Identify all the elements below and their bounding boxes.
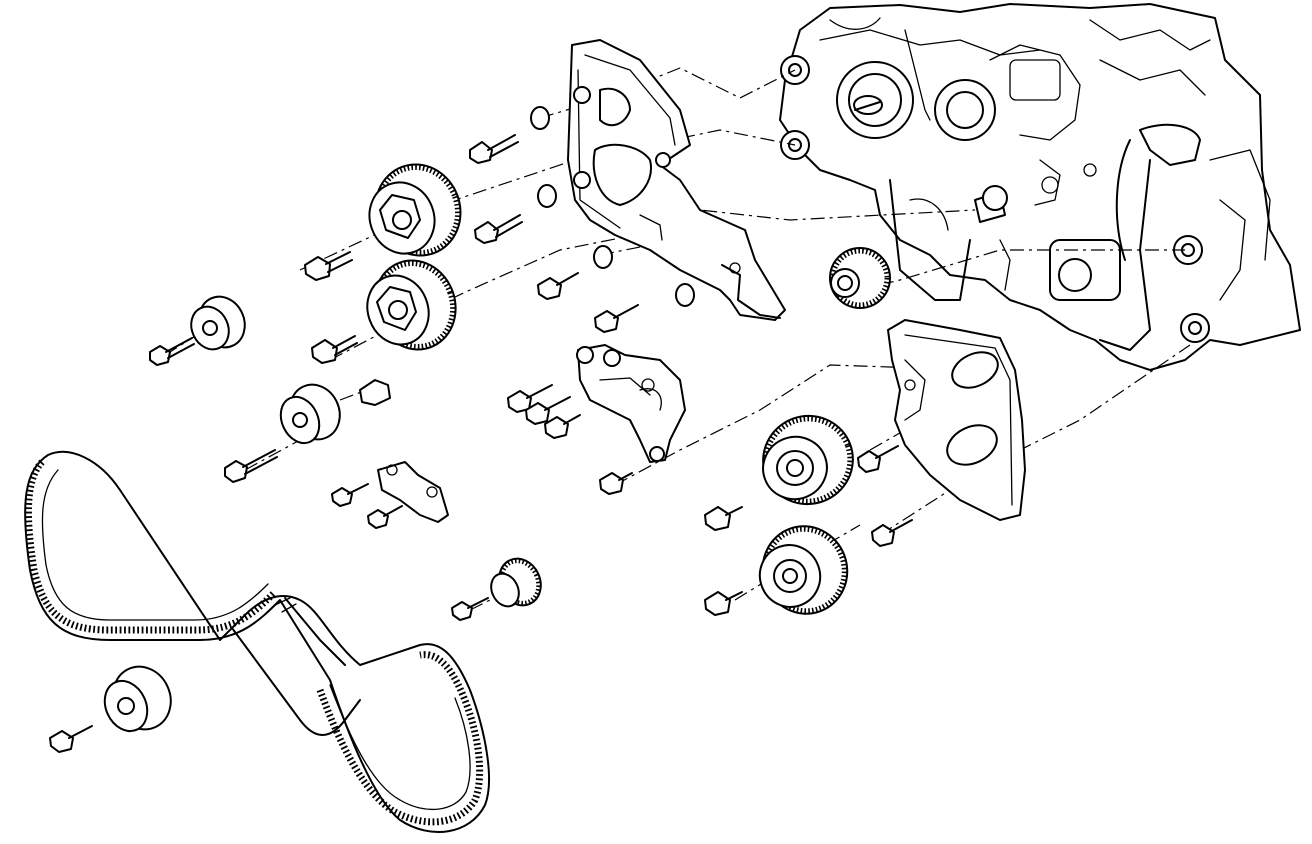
camshaft-sprocket-upper-left: [368, 163, 462, 257]
bolt-5: [149, 337, 195, 366]
bolt-7: [331, 483, 369, 507]
belt-tensioner-bracket: [377, 461, 449, 523]
bolt-12: [525, 396, 571, 425]
bolt-14: [599, 472, 633, 495]
camshaft-sprocket-upper-right: [762, 414, 854, 506]
bolt-4: [311, 335, 358, 364]
bolt-19: [451, 597, 489, 621]
bolt-17: [857, 445, 899, 473]
bolt-20: [49, 725, 93, 753]
bolt-13: [544, 414, 581, 439]
left-rear-belt-cover: [567, 39, 786, 321]
bolt-9: [537, 272, 579, 300]
bolt-2: [474, 214, 523, 244]
right-rear-belt-cover: [887, 319, 1026, 521]
engine-block: [779, 3, 1301, 371]
camshaft-sprocket-lower-left: [366, 259, 457, 351]
camshaft-sprocket-lower-right: [758, 525, 849, 615]
bolt-18: [871, 519, 913, 547]
toothed-idler-upper: [829, 247, 891, 309]
bolt-15: [704, 506, 743, 531]
bolt-8: [367, 505, 403, 529]
bolt-6: [224, 449, 278, 483]
bolts: [49, 106, 913, 753]
bolt-1: [469, 134, 519, 164]
tensioner-pulley: [279, 379, 391, 445]
bolt-16: [704, 591, 743, 616]
tensioner-mount-bracket: [576, 344, 686, 463]
toothed-idler-lower: [490, 557, 542, 608]
bolt-3: [304, 251, 353, 281]
idler-pulley-upper: [190, 295, 246, 351]
idler-pulley-lower: [103, 665, 172, 733]
bolt-10: [594, 304, 639, 333]
timing-belt: [24, 450, 491, 833]
